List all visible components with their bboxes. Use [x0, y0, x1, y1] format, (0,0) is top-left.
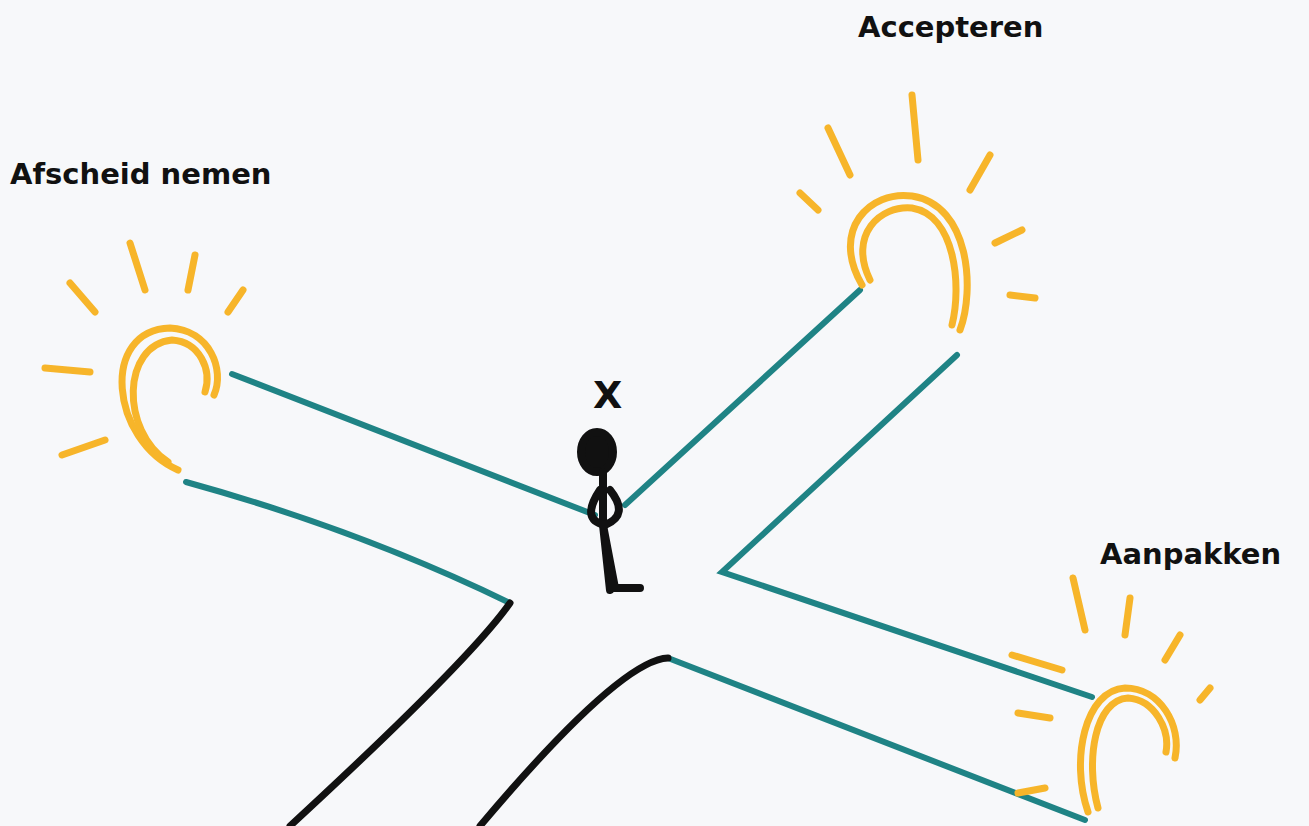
lamp-label: Accepteren: [858, 13, 1043, 42]
lamp: [1012, 578, 1210, 812]
road-edge: [480, 658, 668, 826]
road-edge: [625, 290, 860, 505]
road-edge: [722, 355, 1092, 697]
person-figure: [581, 432, 640, 590]
lamp-label: Aanpakken: [1100, 540, 1281, 569]
lamp-label: Afscheid nemen: [10, 160, 271, 189]
road-edge: [290, 603, 510, 826]
lamps: [45, 95, 1210, 812]
road-edges: [186, 290, 1092, 820]
marker-label: X: [593, 376, 622, 414]
road-edge: [186, 482, 510, 603]
lamp: [45, 243, 243, 470]
lamp: [800, 95, 1035, 330]
road-edge: [232, 374, 595, 515]
road-edges-near: [290, 603, 668, 826]
